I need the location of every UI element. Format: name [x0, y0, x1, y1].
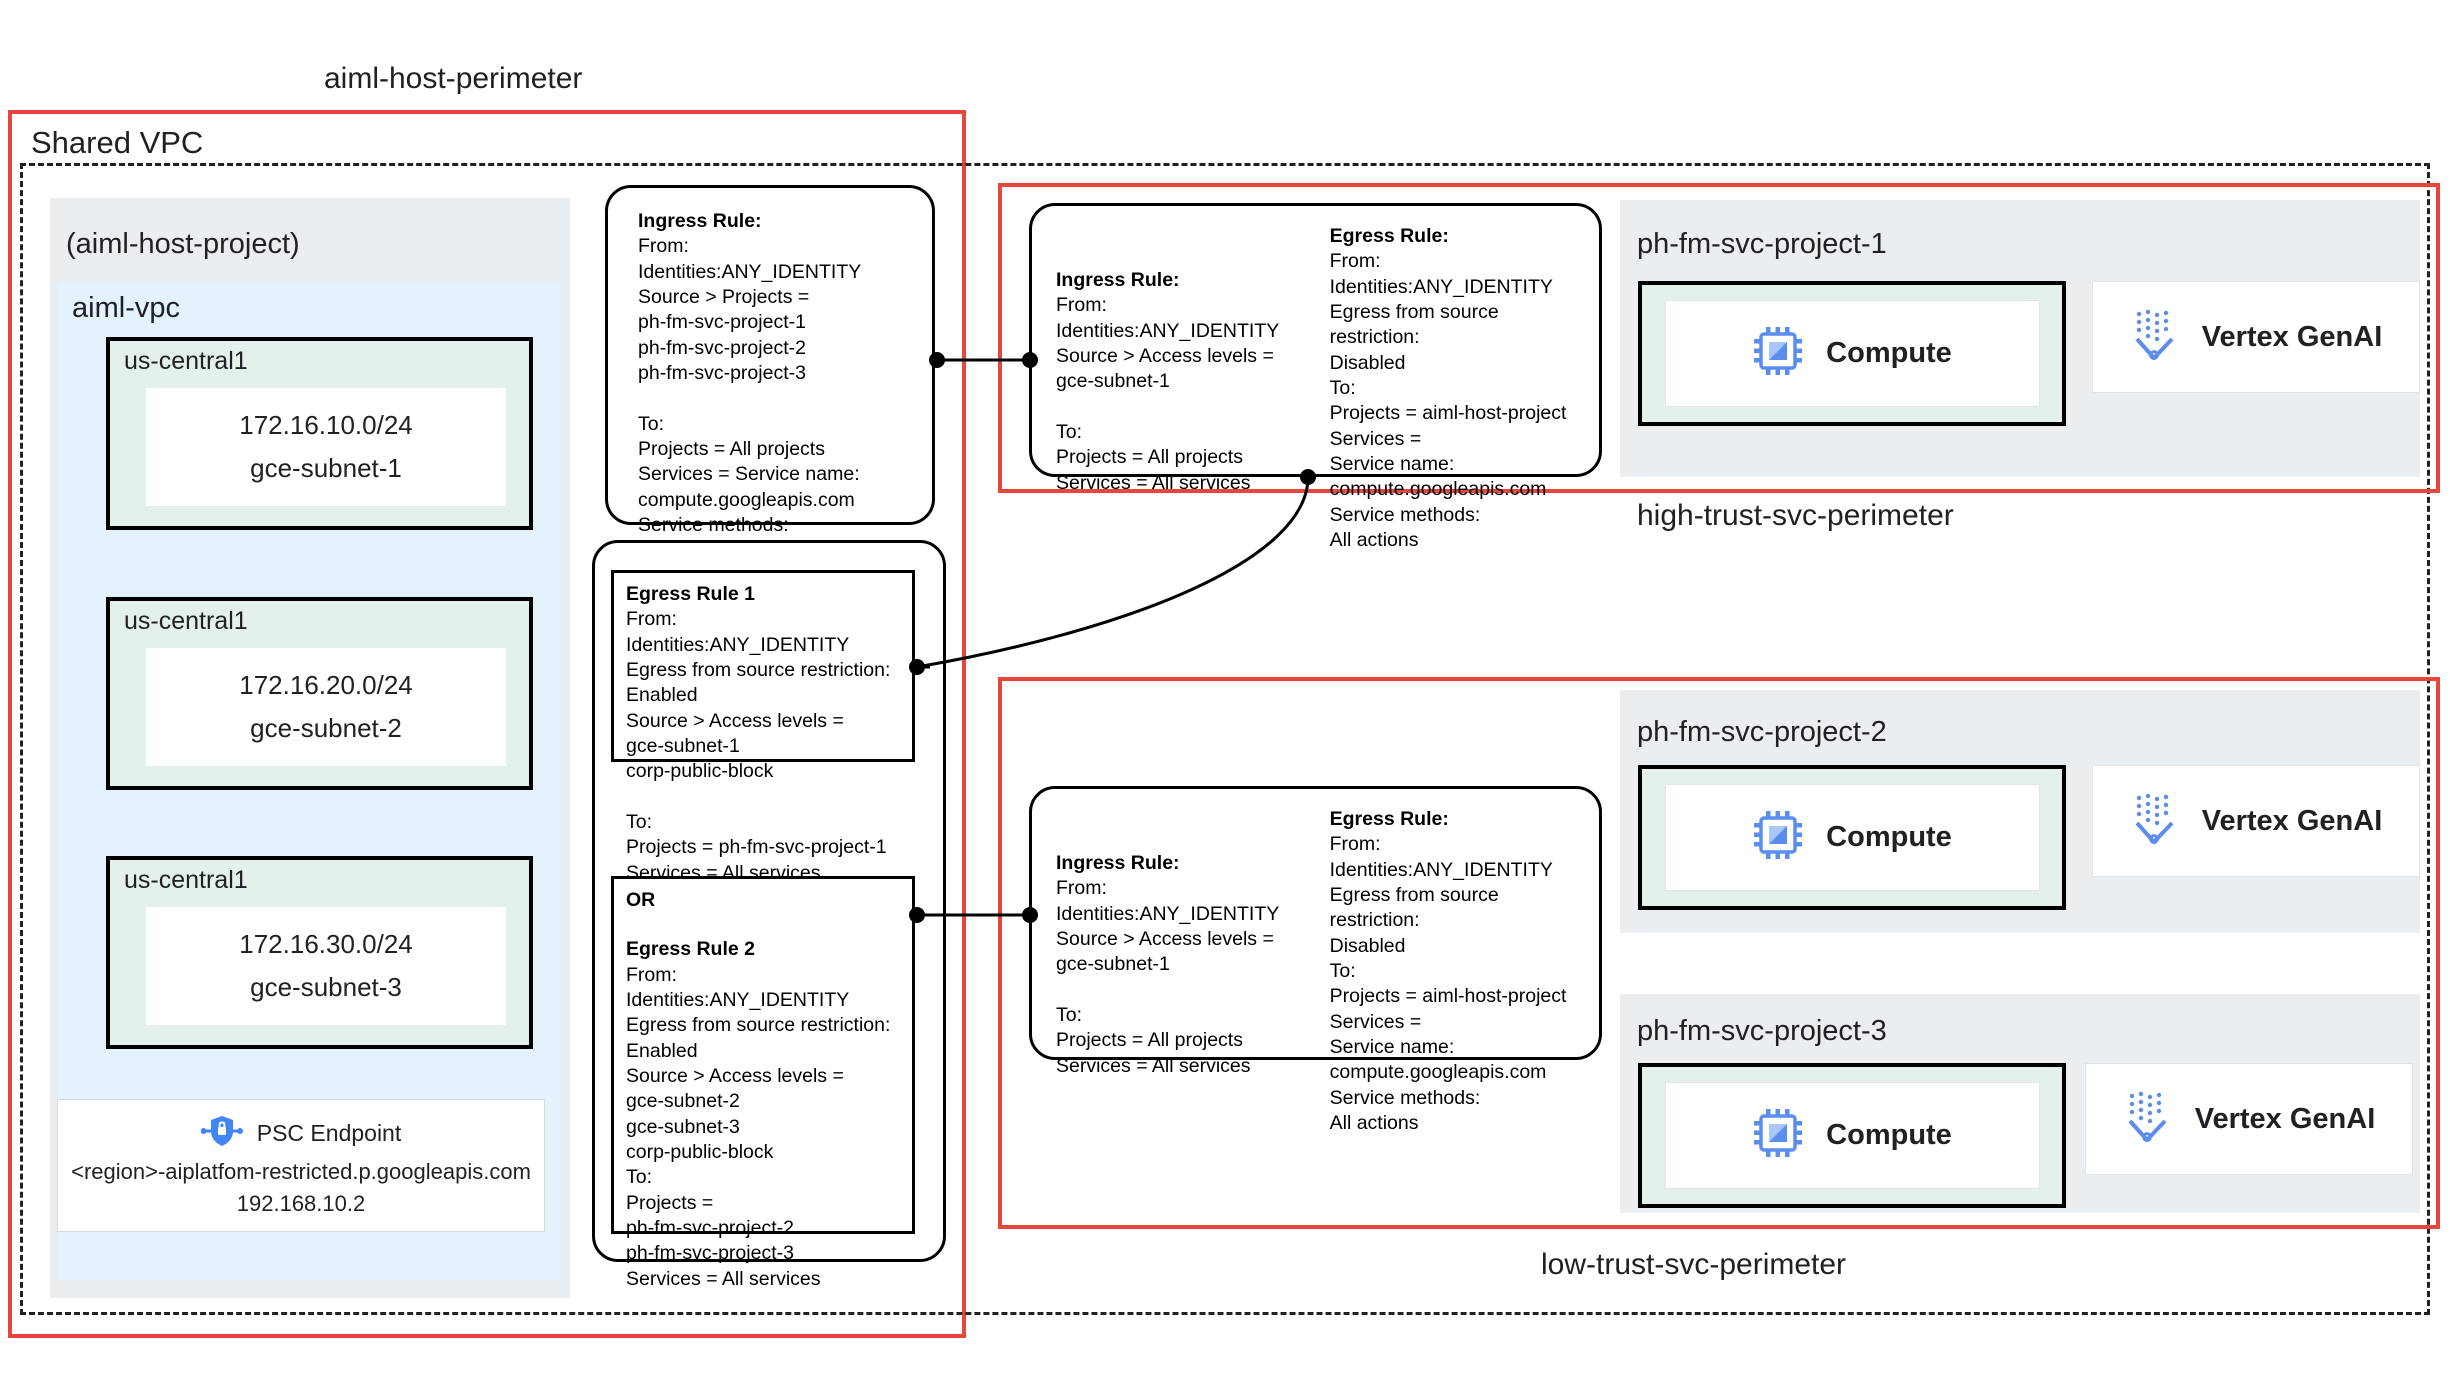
ph-fm-svc-project-2-title: ph-fm-svc-project-2 — [1637, 716, 1887, 748]
egress-rule-1-title: Egress Rule 1 — [626, 583, 755, 605]
bubble-high-trust-rules: Ingress Rule: From: Identities:ANY_IDENT… — [1029, 203, 1602, 551]
vertex-genai-label: Vertex GenAI — [2201, 804, 2383, 837]
label-aiml-host-perimeter: aiml-host-perimeter — [324, 62, 583, 95]
vertex-genai-label: Vertex GenAI — [2194, 1102, 2376, 1135]
subnet-region-label: us-central1 — [124, 347, 248, 375]
box-egress-rule-1: Egress Rule 1 From: Identities:ANY_IDENT… — [611, 570, 915, 884]
subnet-detail: 172.16.20.0/24 gce-subnet-2 — [146, 648, 506, 766]
egress-rule-1-body: From: Identities:ANY_IDENTITY Egress fro… — [626, 608, 891, 884]
subnet-name: gce-subnet-2 — [250, 713, 402, 743]
psc-endpoint-label: PSC Endpoint — [256, 1120, 402, 1146]
subnet-region-label: us-central1 — [124, 866, 248, 894]
low-trust-ingress-rule-body: From: Identities:ANY_IDENTITY Source > A… — [1056, 877, 1280, 1077]
vertex-genai-icon — [2123, 1091, 2173, 1148]
subnet-region-label: us-central1 — [124, 607, 248, 635]
ph-fm-svc-project-3-title: ph-fm-svc-project-3 — [1637, 1015, 1887, 1047]
perimeter-aiml-host — [8, 110, 966, 1338]
subnet-cidr: 172.16.20.0/24 — [239, 670, 413, 700]
tile-compute-project-1[interactable]: Compute — [1664, 300, 2040, 407]
psc-endpoint-ip: 192.168.10.2 — [236, 1191, 366, 1216]
high-trust-egress-rule-title: Egress Rule: — [1329, 225, 1449, 247]
psc-endpoint-hostname: <region>-aiplatfom-restricted.p.googleap… — [71, 1159, 531, 1184]
subnet-gce-subnet-3: us-central1 172.16.30.0/24 gce-subnet-3 — [106, 856, 533, 1049]
low-trust-egress-rule-title: Egress Rule: — [1329, 808, 1449, 830]
ph-fm-svc-project-1-title: ph-fm-svc-project-1 — [1637, 228, 1887, 260]
compute-frame-project-3: Compute — [1638, 1063, 2066, 1208]
compute-icon — [1752, 1107, 1804, 1164]
subnet-gce-subnet-2: us-central1 172.16.20.0/24 gce-subnet-2 — [106, 597, 533, 790]
compute-label: Compute — [1826, 337, 1952, 369]
box-egress-rule-2: OR Egress Rule 2 From: Identities:ANY_ID… — [611, 876, 915, 1290]
subnet-cidr: 172.16.30.0/24 — [239, 929, 413, 959]
host-ingress-rule-title: Ingress Rule: — [638, 210, 762, 232]
vertex-genai-label: Vertex GenAI — [2201, 320, 2383, 353]
compute-label: Compute — [1826, 1119, 1952, 1151]
subnet-name: gce-subnet-1 — [250, 453, 402, 483]
low-trust-ingress-rule-title: Ingress Rule: — [1056, 852, 1180, 874]
vertex-genai-icon — [2130, 309, 2180, 366]
subnet-cidr: 172.16.10.0/24 — [239, 410, 413, 440]
egress-rule-2-title: Egress Rule 2 — [626, 938, 755, 961]
compute-icon — [1752, 325, 1804, 382]
high-trust-egress-rule-body: From: Identities:ANY_IDENTITY Egress fro… — [1329, 250, 1567, 552]
subnet-detail: 172.16.30.0/24 gce-subnet-3 — [146, 907, 506, 1025]
shared-vpc-title: Shared VPC — [31, 125, 204, 160]
psc-endpoint-icon — [200, 1114, 243, 1153]
low-trust-egress-rule-body: From: Identities:ANY_IDENTITY Egress fro… — [1329, 833, 1567, 1135]
subnet-detail: 172.16.10.0/24 gce-subnet-1 — [146, 388, 506, 506]
aiml-vpc-title: aiml-vpc — [72, 292, 180, 324]
subnet-name: gce-subnet-3 — [250, 972, 402, 1002]
compute-icon — [1752, 809, 1804, 866]
org-boundary-dashed — [20, 163, 2430, 1315]
egress-rule-2-body: From: Identities:ANY_IDENTITY Egress fro… — [626, 963, 891, 1290]
tile-vertex-genai-project-1[interactable]: Vertex GenAI — [2092, 281, 2420, 393]
psc-endpoint-header: PSC Endpoint — [200, 1114, 402, 1153]
tile-vertex-genai-project-2[interactable]: Vertex GenAI — [2092, 765, 2420, 877]
tile-compute-project-3[interactable]: Compute — [1664, 1082, 2040, 1189]
subnet-gce-subnet-1: us-central1 172.16.10.0/24 gce-subnet-1 — [106, 337, 533, 530]
high-trust-ingress-rule-body: From: Identities:ANY_IDENTITY Source > A… — [1056, 294, 1280, 494]
psc-endpoint-card: PSC Endpoint <region>-aiplatfom-restrict… — [57, 1099, 545, 1232]
aiml-host-project-title: (aiml-host-project) — [66, 228, 300, 260]
or-divider-label: OR — [626, 889, 656, 911]
bubble-low-trust-rules: Ingress Rule: From: Identities:ANY_IDENT… — [1029, 786, 1602, 1134]
perimeter-low-trust — [998, 677, 2440, 1229]
label-low-trust-svc-perimeter: low-trust-svc-perimeter — [1541, 1248, 1847, 1281]
label-high-trust-svc-perimeter: high-trust-svc-perimeter — [1637, 499, 1954, 532]
tile-vertex-genai-project-3[interactable]: Vertex GenAI — [2085, 1063, 2413, 1175]
high-trust-ingress-rule-title: Ingress Rule: — [1056, 269, 1180, 291]
perimeter-high-trust — [998, 183, 2440, 493]
compute-frame-project-1: Compute — [1638, 281, 2066, 426]
vertex-genai-icon — [2130, 793, 2180, 850]
host-ingress-rule-body: From: Identities:ANY_IDENTITY Source > P… — [638, 235, 862, 561]
bubble-host-ingress-rule: Ingress Rule: From: Identities:ANY_IDENT… — [605, 185, 935, 561]
compute-frame-project-2: Compute — [1638, 765, 2066, 910]
tile-compute-project-2[interactable]: Compute — [1664, 784, 2040, 891]
compute-label: Compute — [1826, 821, 1952, 853]
